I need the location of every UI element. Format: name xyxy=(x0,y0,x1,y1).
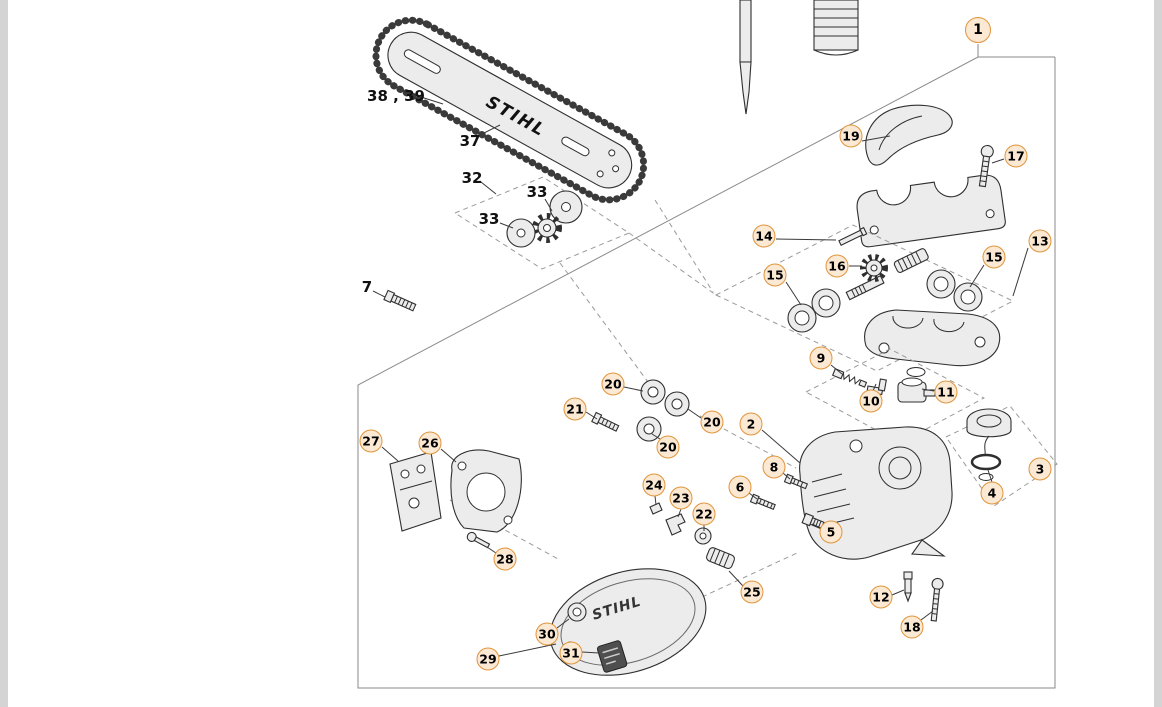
washers-20 xyxy=(636,379,690,442)
callout-3[interactable]: 3 xyxy=(1028,457,1052,481)
valve-12 xyxy=(903,571,913,603)
leader-lines xyxy=(372,96,1050,657)
tool-blade xyxy=(739,0,752,115)
saw-chain xyxy=(372,16,648,204)
callout-30[interactable]: 30 xyxy=(535,622,559,646)
gear-set-group xyxy=(714,224,1015,372)
screw-6 xyxy=(749,493,776,511)
callout-4[interactable]: 4 xyxy=(980,481,1004,505)
gear-16 xyxy=(860,254,888,282)
callout-18[interactable]: 18 xyxy=(900,615,924,639)
callout-20[interactable]: 20 xyxy=(700,410,724,434)
pin-14 xyxy=(838,226,868,246)
plate-26 xyxy=(450,449,522,533)
callout-9[interactable]: 9 xyxy=(809,346,833,370)
callout-13[interactable]: 13 xyxy=(1028,229,1052,253)
callout-29[interactable]: 29 xyxy=(476,647,500,671)
bracket-23 xyxy=(665,513,686,536)
model-plate-31 xyxy=(596,640,628,673)
cylinder-25 xyxy=(706,547,735,569)
callout-15[interactable]: 15 xyxy=(982,245,1006,269)
callout-26[interactable]: 26 xyxy=(418,431,442,455)
pump-body-11 xyxy=(897,367,936,403)
callout-27[interactable]: 27 xyxy=(359,429,383,453)
callout-10[interactable]: 10 xyxy=(859,389,883,413)
callout-12[interactable]: 12 xyxy=(869,585,893,609)
stud-bolt-7 xyxy=(383,289,417,312)
collar-nut-30 xyxy=(567,602,587,622)
left-edge-strip xyxy=(0,0,8,707)
screw-17 xyxy=(978,144,994,188)
rim-sprocket-33 xyxy=(532,213,562,243)
worm-shaft-16 xyxy=(845,275,885,301)
callout-22[interactable]: 22 xyxy=(692,502,716,526)
callout-16[interactable]: 16 xyxy=(825,254,849,278)
callout-1[interactable]: 1 xyxy=(965,17,991,43)
callout-20[interactable]: 20 xyxy=(601,372,625,396)
callout-31[interactable]: 31 xyxy=(559,641,583,665)
shaft-cylinder xyxy=(813,0,859,56)
callout-21[interactable]: 21 xyxy=(563,397,587,421)
oil-cap-group xyxy=(945,405,1058,507)
gearbox-housing-lower xyxy=(864,309,1001,367)
chain-guard-plates xyxy=(389,449,522,533)
guide-bar-and-chain: STIHL xyxy=(372,16,648,204)
deflector-19 xyxy=(865,104,953,166)
callout-5[interactable]: 5 xyxy=(819,520,843,544)
plate-27 xyxy=(389,451,442,532)
callout-2[interactable]: 2 xyxy=(739,412,763,436)
sprocket-kit-32 xyxy=(453,176,631,270)
callout-20[interactable]: 20 xyxy=(656,435,680,459)
callout-25[interactable]: 25 xyxy=(740,580,764,604)
right-edge-strip xyxy=(1154,0,1162,707)
callout-28[interactable]: 28 xyxy=(493,547,517,571)
splined-shaft xyxy=(893,248,929,273)
screw-18 xyxy=(930,577,944,622)
screw-28 xyxy=(466,531,491,549)
callout-14[interactable]: 14 xyxy=(752,224,776,248)
bearings-15-right xyxy=(926,269,983,312)
group-1-boundary xyxy=(357,44,1056,689)
callout-23[interactable]: 23 xyxy=(669,486,693,510)
oil-pump-group xyxy=(804,348,986,444)
callout-15[interactable]: 15 xyxy=(763,263,787,287)
screw-21 xyxy=(591,411,620,432)
callout-19[interactable]: 19 xyxy=(839,124,863,148)
bearings-15-left xyxy=(787,288,841,333)
callout-17[interactable]: 17 xyxy=(1004,144,1028,168)
gearbox-clamp-upper xyxy=(856,174,1006,248)
tensioner-parts xyxy=(649,502,735,569)
callout-24[interactable]: 24 xyxy=(642,473,666,497)
callout-11[interactable]: 11 xyxy=(934,380,958,404)
o-ring-4 xyxy=(970,453,1002,471)
assembly-dashed-lines xyxy=(449,199,798,598)
washer-33-b xyxy=(506,218,536,248)
callout-6[interactable]: 6 xyxy=(728,475,752,499)
nut-22 xyxy=(694,527,712,545)
valve-9 xyxy=(831,368,868,388)
callout-8[interactable]: 8 xyxy=(762,455,786,479)
